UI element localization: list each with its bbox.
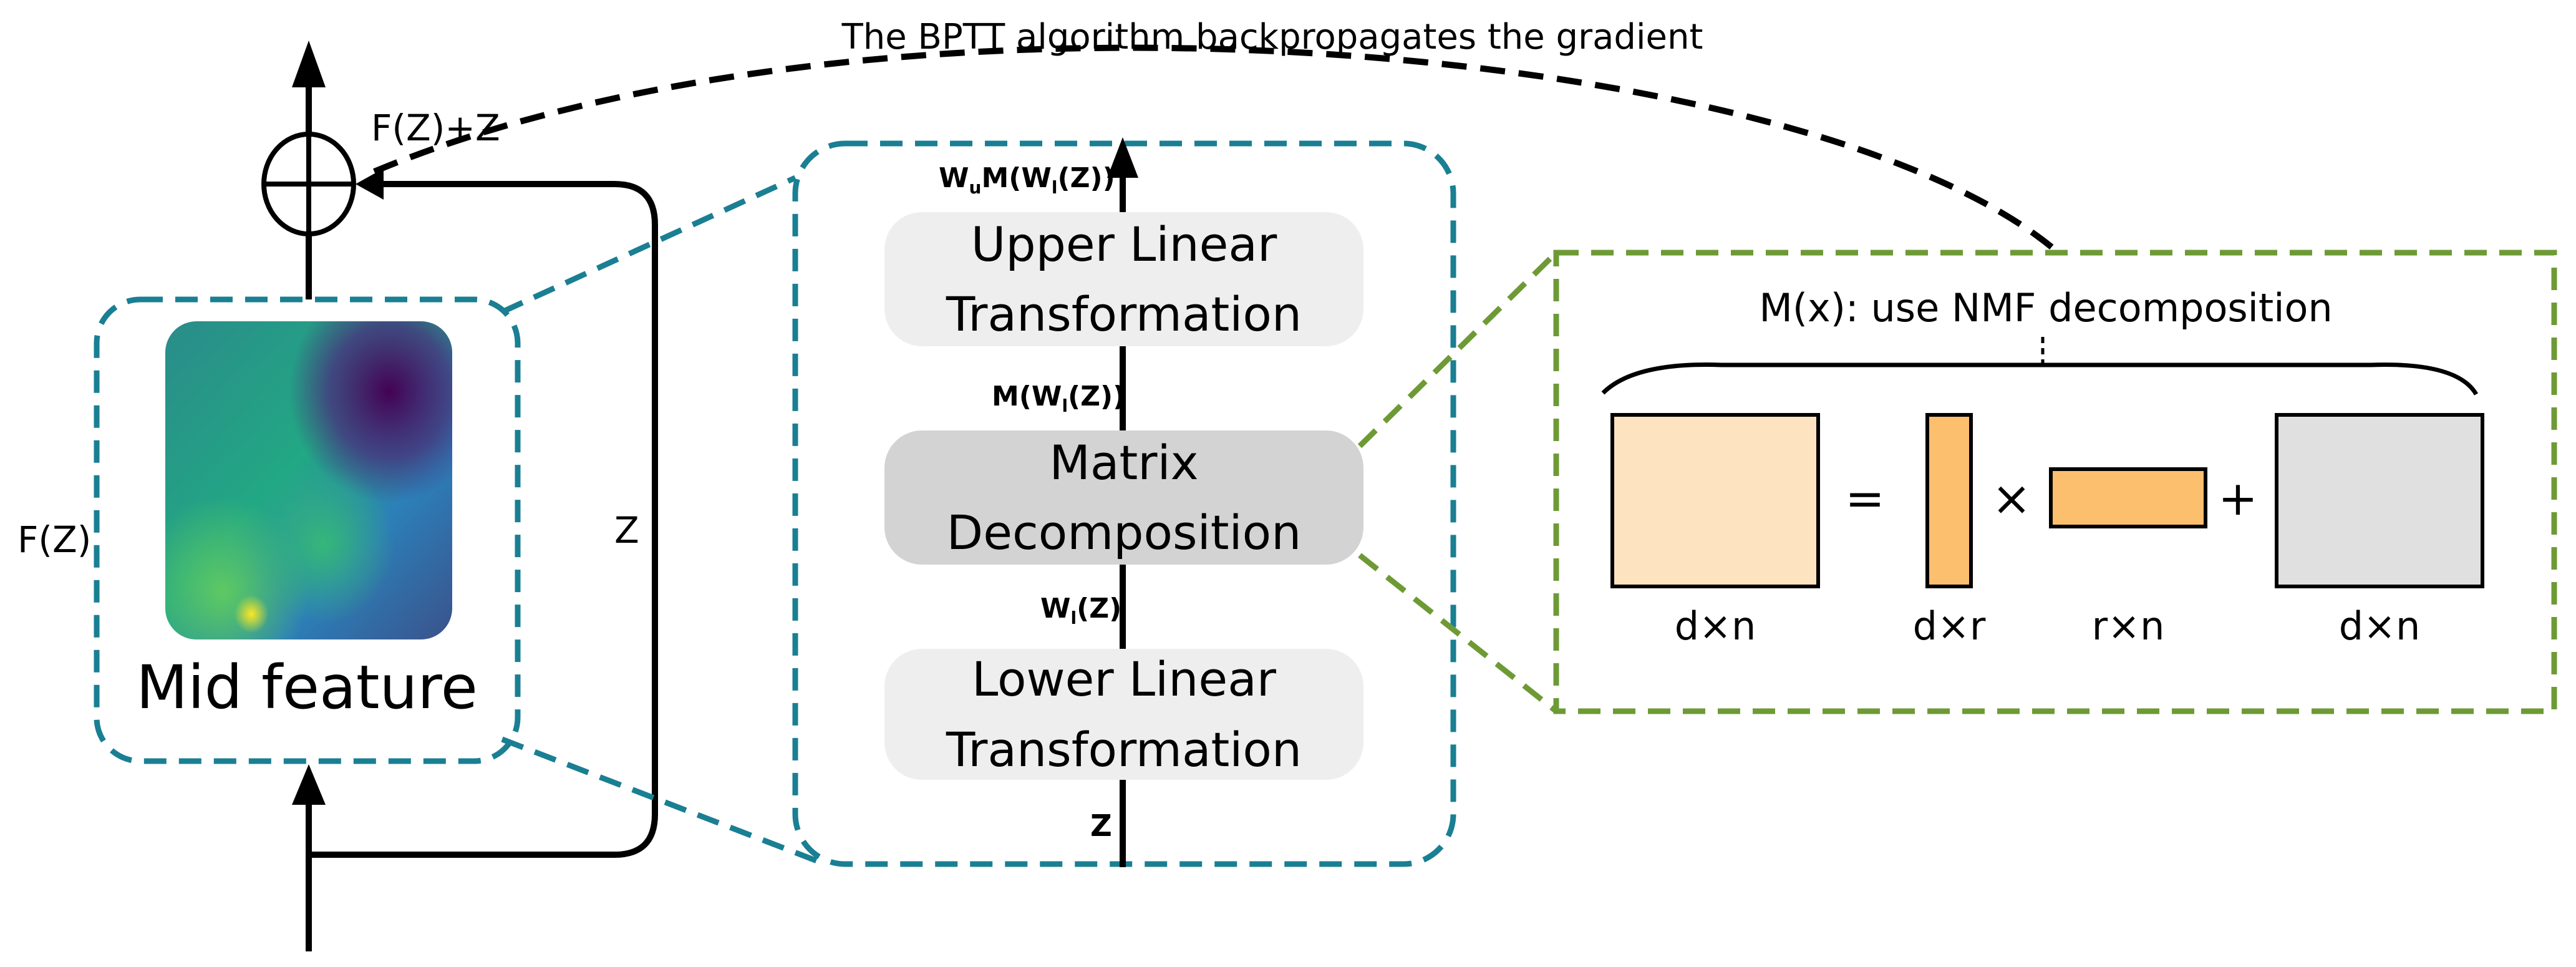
inner-output-arrowhead [1107, 137, 1138, 178]
fz-label: F(Z) [17, 518, 91, 561]
nmf-matrix-left-factor [1925, 413, 1973, 588]
z-residual-label: Z [614, 509, 639, 552]
sum-node [261, 132, 356, 236]
zoom-line-nmf-top [1357, 250, 1559, 449]
nmf-dim-residual: d×n [2339, 603, 2421, 649]
nmf-equals: = [1845, 470, 1885, 526]
upper-linear-line1: Upper Linear [971, 216, 1277, 272]
top-gradient-curve [373, 44, 2061, 255]
nmf-times: × [1992, 470, 2031, 526]
lower-linear-line2: Transformation [946, 722, 1302, 777]
nmf-title: M(x): use NMF decomposition [1759, 285, 2332, 331]
upper-linear-line2: Transformation [946, 286, 1302, 342]
zoom-line-top [501, 175, 797, 315]
nmf-matrix-residual [2275, 413, 2484, 588]
matrix-decomposition-box [884, 430, 1363, 565]
upper-linear-box [884, 212, 1363, 346]
output-arrowhead [292, 41, 326, 87]
zoom-line-nmf-bottom [1358, 553, 1558, 714]
lower-linear-box [884, 649, 1363, 780]
inner-input-label: Z [1090, 809, 1112, 843]
top-caption: The BPTT algorithm backpropagates the gr… [841, 17, 1703, 57]
nmf-brace [1601, 362, 2479, 396]
feature-map-image [165, 321, 452, 639]
zoom-line-bottom [501, 736, 818, 864]
matrix-decomposition-line1: Matrix [1049, 435, 1198, 490]
matrix-decomposition-line2: Decomposition [947, 505, 1302, 560]
residual-arrowhead [356, 168, 384, 200]
nmf-dim-right-factor: r×n [2092, 603, 2165, 649]
mid-feature-label: Mid feature [136, 653, 478, 722]
matrix-input-label: Wl(Z) [1040, 593, 1121, 628]
upper-input-label: M(Wl(Z)) [992, 381, 1125, 416]
nmf-plus: + [2218, 470, 2258, 526]
nmf-matrix-right-factor [2049, 467, 2207, 528]
lower-linear-line1: Lower Linear [972, 651, 1277, 707]
nmf-dim-input: d×n [1675, 603, 1756, 649]
sum-label: F(Z)+Z [371, 107, 500, 149]
nmf-matrix-input [1610, 413, 1820, 588]
nmf-dim-left-factor: d×r [1913, 603, 1986, 649]
main-input-arrowhead [292, 764, 326, 805]
inner-output-label: WuM(Wl(Z)) [939, 162, 1115, 198]
residual-path [309, 181, 658, 858]
